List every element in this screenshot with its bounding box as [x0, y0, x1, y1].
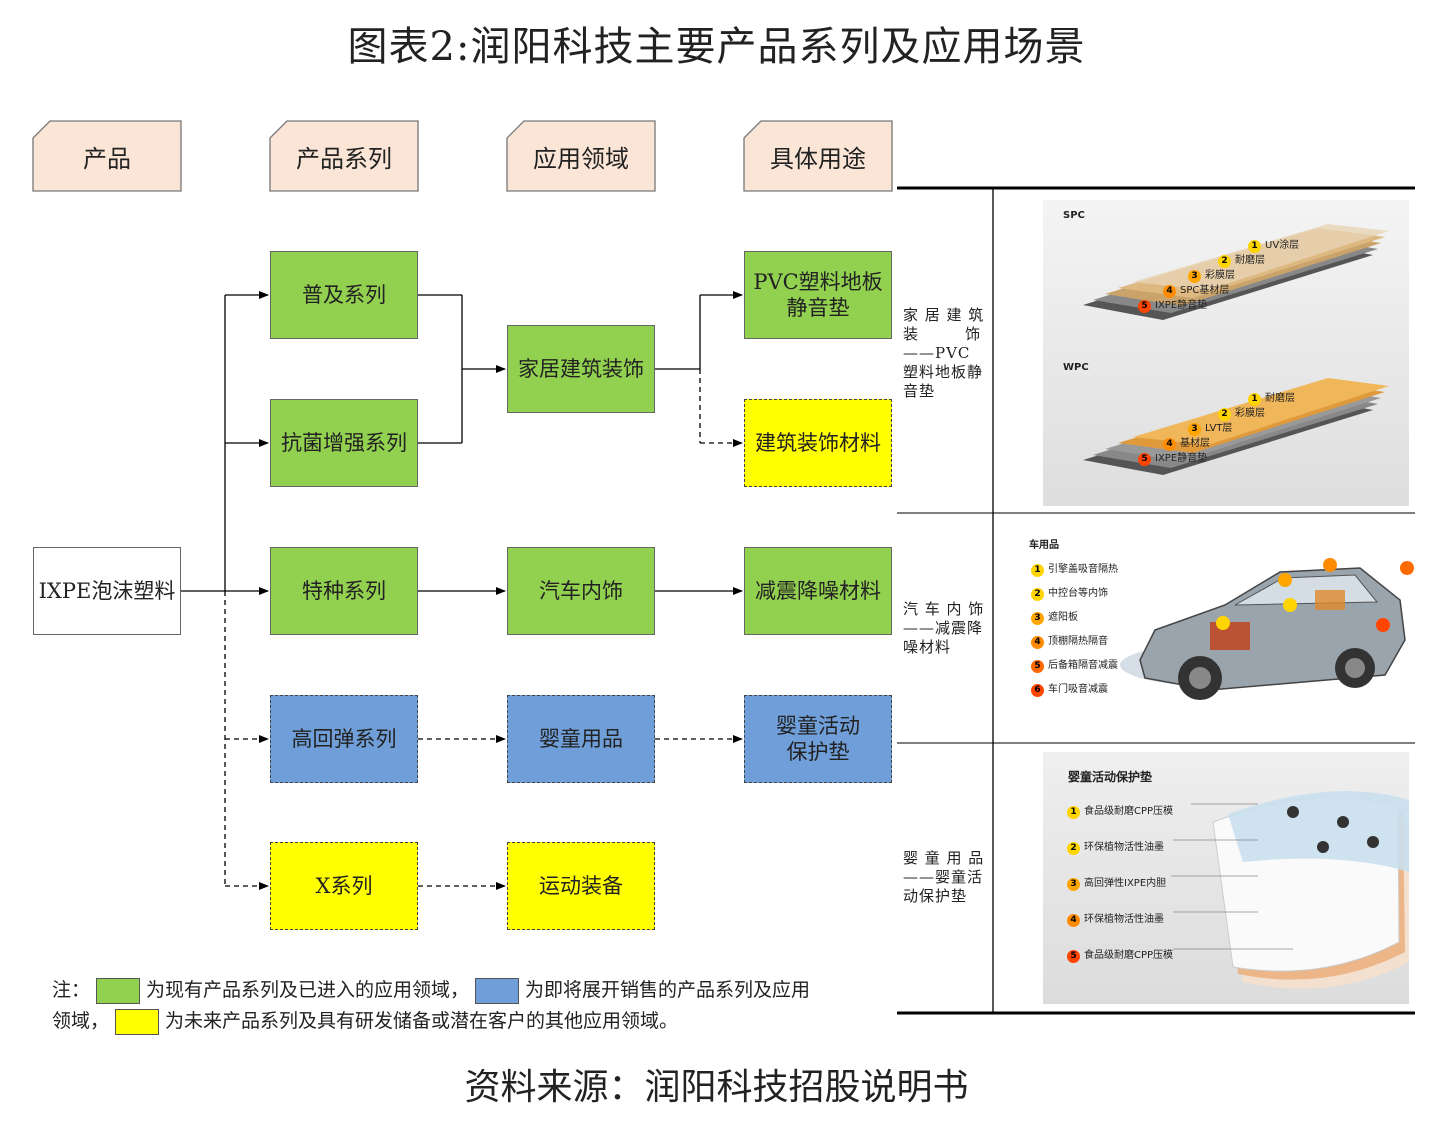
baby-mat-art: [1171, 791, 1409, 989]
usage-box-baby-mat: 婴童活动 保护垫: [744, 695, 892, 783]
panel-baby-label-3: 动保护垫: [903, 887, 968, 905]
spc-title: SPC: [1063, 210, 1085, 221]
wpc-title: WPC: [1063, 362, 1089, 373]
header-product: 产品: [83, 144, 131, 173]
application-box-baby: 婴童用品: [507, 695, 655, 783]
panel-car-label: 汽 车 内 饰 ——减震降 噪材料: [903, 600, 985, 657]
legend-line2-prefix: 领域，: [52, 1010, 110, 1032]
legend-prefix: 注：: [52, 979, 91, 1001]
application-box-car: 汽车内饰: [507, 547, 655, 635]
panel-baby-label-1: 婴 童 用 品: [903, 849, 985, 867]
panel-car-label-3: 噪材料: [903, 638, 952, 656]
panel-home-label: 家 居 建 筑 装 饰 ——PVC 塑料地板静 音垫: [903, 306, 985, 401]
header-shapes: [32, 120, 893, 192]
series-box-puji: 普及系列: [270, 251, 418, 339]
header-application: 应用领域: [533, 144, 629, 173]
panel-car-label-2: ——减震降: [903, 619, 984, 637]
series-box-x: X系列: [270, 842, 418, 930]
panel-home-label-3: ——PVC: [903, 344, 971, 362]
car-title: 车用品: [1029, 540, 1059, 551]
flow-connectors: [181, 291, 743, 890]
application-box-sports: 运动装备: [507, 842, 655, 930]
panel-car-label-1: 汽 车 内 饰: [903, 600, 985, 618]
series-box-gaohuitan: 高回弹系列: [270, 695, 418, 783]
usage-box-building: 建筑装饰材料: [744, 399, 892, 487]
legend-note: 注： 为现有产品系列及已进入的应用领域， 为即将展开销售的产品系列及应用 领域， 为未…: [52, 975, 892, 1037]
application-box-home: 家居建筑装饰: [507, 325, 655, 413]
series-box-kangjun: 抗菌增强系列: [270, 399, 418, 487]
legend-blue-text: 为即将展开销售的产品系列及应用: [525, 979, 811, 1001]
usage-box-damping: 减震降噪材料: [744, 547, 892, 635]
legend-line-2: 领域， 为未来产品系列及具有研发储备或潜在客户的其他应用领域。: [52, 1006, 892, 1037]
product-box-ixpe: IXPE泡沫塑料: [33, 547, 181, 635]
header-series: 产品系列: [296, 144, 392, 173]
panel-baby-label: 婴 童 用 品 ——婴童活 动保护垫: [903, 849, 985, 906]
legend-yellow-swatch: [115, 1009, 160, 1035]
usage-baby-line1: 婴童活动: [776, 714, 860, 738]
usage-baby-line2: 保护垫: [786, 740, 850, 764]
legend-green-swatch: [96, 978, 141, 1004]
header-usage: 具体用途: [770, 144, 866, 173]
panel-baby-label-2: ——婴童活: [903, 868, 984, 886]
legend-line-1: 注： 为现有产品系列及已进入的应用领域， 为即将展开销售的产品系列及应用: [52, 975, 892, 1006]
legend-yellow-text: 为未来产品系列及具有研发储备或潜在客户的其他应用领域。: [165, 1010, 679, 1032]
panel-home-label-2: 装 饰: [903, 325, 982, 343]
car-art: [1120, 558, 1414, 700]
panel-home-label-1: 家 居 建 筑: [903, 306, 985, 324]
source-footer: 资料来源：润阳科技招股说明书: [464, 1067, 969, 1108]
usage-pvc-line2: 静音垫: [786, 296, 850, 320]
usage-pvc-line1: PVC塑料地板: [753, 270, 883, 294]
panel-home-label-5: 音垫: [903, 382, 936, 400]
figure-title: 图表2:润阳科技主要产品系列及应用场景: [347, 24, 1086, 70]
legend-blue-swatch: [475, 978, 520, 1004]
baby-mat-title: 婴童活动保护垫: [1068, 770, 1153, 784]
panel-frame: [897, 186, 1415, 1015]
panel-home-label-4: 塑料地板静: [903, 363, 984, 381]
usage-box-pvc-mat: PVC塑料地板 静音垫: [744, 251, 892, 339]
series-box-tezhong: 特种系列: [270, 547, 418, 635]
legend-green-text: 为现有产品系列及已进入的应用领域，: [146, 979, 470, 1001]
